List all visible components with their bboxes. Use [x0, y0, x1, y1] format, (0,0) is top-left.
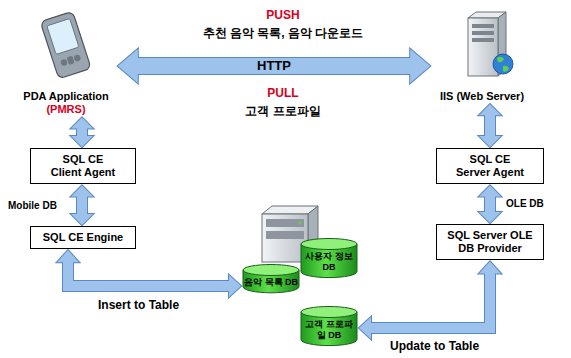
node-title: SQL CE Engine	[35, 231, 131, 244]
process-box: SQL CE Client Agent	[30, 148, 136, 184]
pda-icon	[40, 11, 91, 79]
arrow-shaft	[370, 272, 490, 328]
server-slot	[472, 38, 494, 42]
connector-arrow	[71, 117, 93, 147]
arrow-shaft	[68, 261, 230, 286]
process-box: SQL Server OLE DB Provider	[436, 224, 544, 260]
cylinder-top	[243, 265, 299, 276]
server-bay	[266, 231, 304, 239]
node-title: PDA Application	[23, 90, 108, 103]
client-circle: PDA Application(PMRS)	[2, 2, 130, 116]
arrow-shaft-outline	[484, 195, 496, 213]
connector-arrow	[71, 185, 93, 225]
pda-screen	[47, 19, 79, 55]
arrow-head-outline	[410, 49, 430, 83]
arrow-head	[57, 250, 79, 262]
arrow-head-outline	[479, 185, 501, 196]
arrow-shaft	[77, 195, 87, 215]
arrow-head	[71, 185, 93, 196]
arrow-head	[479, 136, 501, 147]
edge-label: Insert to Table	[98, 298, 179, 312]
globe	[493, 54, 513, 74]
arrow-shaft-outline	[137, 57, 411, 75]
arrow-shaft	[77, 127, 87, 137]
arrow-shaft-outline	[76, 195, 88, 215]
edge-label: Update to Table	[390, 339, 479, 353]
arrow-head	[71, 117, 93, 128]
arrow-head	[118, 49, 138, 83]
arrow-head-outline	[71, 136, 93, 147]
connector-arrow	[118, 49, 430, 83]
cylinder-top	[301, 307, 357, 318]
arrow-head-outline	[479, 261, 501, 273]
node-title: SQL Server OLE DB Provider	[444, 229, 536, 255]
arrow-shaft-outline	[68, 261, 230, 286]
arrow-shaft-outline	[76, 127, 88, 137]
arrow-shaft-outline	[484, 114, 496, 137]
arrow-shaft-outline	[370, 272, 490, 328]
connector-arrow	[479, 104, 501, 147]
arrow-head	[71, 214, 93, 225]
edge-label: OLE DB	[506, 198, 544, 210]
arrow-head-outline	[479, 104, 501, 115]
pda-button	[67, 56, 75, 65]
node-title: SQL CE Server Agent	[454, 153, 526, 179]
arrow-head-outline	[71, 214, 93, 225]
node-subtitle: (PMRS)	[46, 103, 85, 116]
arrow-head	[229, 275, 241, 297]
arrow-head-outline	[479, 136, 501, 147]
edge-label: HTTP	[254, 58, 294, 74]
arrow-head	[479, 104, 501, 115]
pull-note: 고객 프로파일	[150, 104, 416, 118]
database-cylinder: 고객 프로파일 DB	[300, 306, 358, 347]
arrow-head	[71, 136, 93, 147]
arrow-head-outline	[57, 250, 79, 262]
process-box: SQL CE Engine	[30, 226, 136, 249]
arrow-shaft	[137, 58, 411, 74]
circle-fill	[430, 3, 534, 107]
arrow-head	[479, 261, 501, 273]
server-circle: IIS (Web Server)	[418, 2, 546, 103]
arrow-head-outline	[479, 212, 501, 223]
arrow-shaft	[485, 195, 495, 213]
pda-button	[60, 58, 68, 66]
node-title: IIS (Web Server)	[440, 90, 524, 103]
arrow-head	[479, 185, 501, 196]
database-cylinder: 음악 목록 DB	[242, 264, 300, 294]
connector-arrow	[57, 250, 241, 297]
globe-land	[497, 57, 509, 72]
connector-arrow	[359, 261, 501, 339]
arrow-head-outline	[71, 185, 93, 196]
arrow-shaft	[485, 114, 495, 137]
connector-arrow	[479, 185, 501, 223]
server-slot	[472, 31, 494, 35]
push-note: 추천 음악 목록, 음악 다운로드	[130, 26, 436, 40]
pda-body	[40, 11, 91, 79]
arrow-head-outline	[359, 317, 371, 339]
server-led	[298, 221, 301, 224]
server-bay	[266, 219, 304, 227]
web-server-icon	[468, 12, 513, 76]
arrow-head-outline	[229, 275, 241, 297]
circle-fill	[14, 3, 118, 107]
cylinder-top	[301, 239, 357, 250]
process-box: SQL CE Server Agent	[436, 148, 544, 184]
push-label: PUSH	[150, 8, 416, 22]
node-title: 고객 프로파일 DB	[302, 319, 356, 341]
database-cylinder: 사용자 정보 DB	[300, 238, 358, 279]
arrow-head	[410, 49, 430, 83]
edge-label: Mobile DB	[8, 200, 57, 212]
node-title: SQL CE Client Agent	[47, 153, 119, 179]
arrow-head-outline	[71, 117, 93, 128]
arrow-head-outline	[118, 49, 138, 83]
arrow-head	[479, 212, 501, 223]
node-title: 사용자 정보 DB	[302, 251, 356, 273]
server-slot	[472, 24, 494, 28]
node-title: 음악 목록 DB	[244, 277, 298, 288]
arrow-head	[359, 317, 371, 339]
pda-button	[73, 54, 81, 62]
pull-label: PULL	[150, 86, 416, 100]
